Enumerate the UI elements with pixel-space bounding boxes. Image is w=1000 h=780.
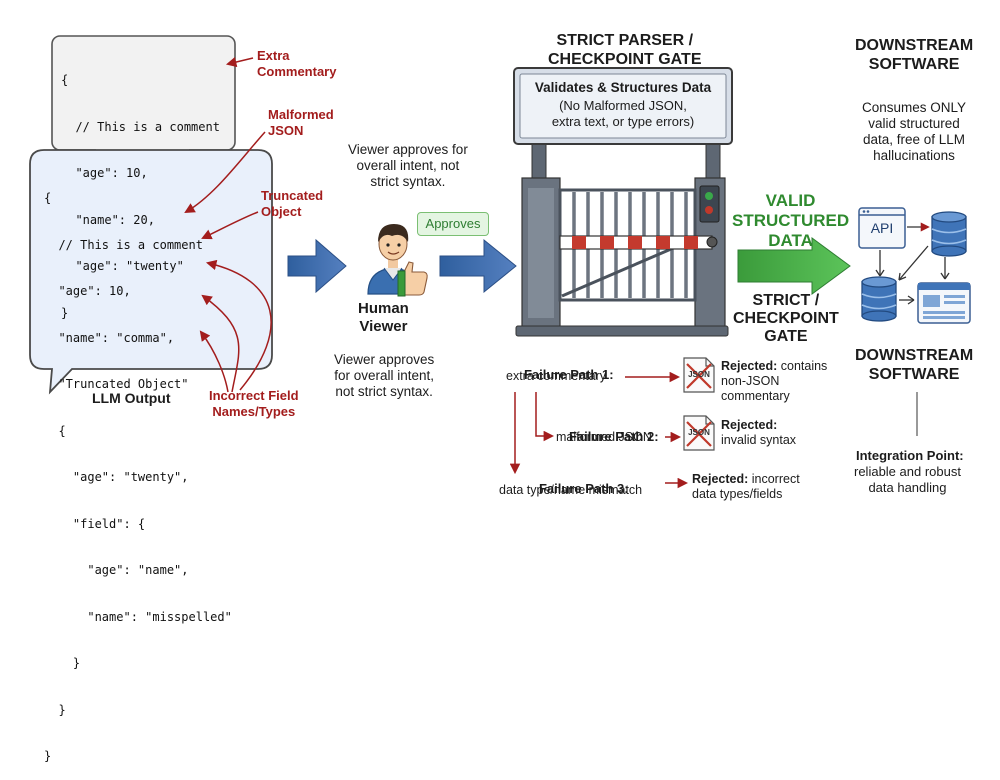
approves-badge: Approves	[417, 212, 489, 236]
checkpoint-gate	[513, 67, 733, 337]
failure-path-1-desc: extra commentary	[506, 369, 607, 383]
gate-sign-title: Validates & Structures Data	[534, 80, 712, 95]
app-window-icon	[917, 282, 971, 324]
failure-path-3: Failure Path 3:	[532, 466, 629, 497]
code-line: "Truncated Object"	[44, 377, 189, 391]
downstream-title-2: DOWNSTREAM SOFTWARE	[855, 347, 974, 383]
downstream-description: Consumes ONLY valid structured data, fre…	[862, 100, 967, 163]
annotation-arrows	[184, 56, 272, 393]
code-line: "age": 10,	[61, 166, 148, 180]
arrow-to-gate	[439, 238, 517, 294]
json-icon-label-2: JSON	[688, 428, 710, 437]
human-viewer-label: Human Viewer	[358, 300, 409, 335]
failure-path-3-title: Failure Path 3:	[538, 481, 629, 496]
code-line: }	[44, 749, 52, 763]
code-line: {	[44, 191, 52, 205]
failure-arrows	[509, 371, 689, 489]
code-line: "age": 10,	[44, 284, 131, 298]
code-line: }	[61, 305, 69, 320]
code-line: "field": {	[44, 516, 146, 531]
viewer-note-top: Viewer approves for overall intent, not …	[348, 142, 468, 189]
diagram-art	[29, 35, 971, 489]
downstream-system	[858, 207, 971, 436]
database-icon-top	[931, 211, 967, 257]
rejected-json-icon-1	[683, 357, 715, 393]
arrow-extra-commentary	[225, 56, 254, 68]
valid-data-label: VALID STRUCTURED DATA	[732, 191, 850, 250]
gate-label: STRICT / CHECKPOINT GATE	[733, 292, 839, 345]
failure-path-1: Failure Path 1:	[517, 352, 614, 383]
barrier-arm	[559, 235, 718, 250]
annotation-truncated-object: Truncated Object	[261, 188, 324, 219]
failure-path-1-title: Failure Path 1:	[523, 367, 614, 382]
llm-output-label: LLM Output	[92, 390, 171, 406]
rejected-2-bold: Rejected:	[721, 418, 778, 432]
api-window	[858, 207, 906, 249]
arrow-truncated-object	[201, 211, 259, 240]
code-line: "name": "comma",	[44, 330, 175, 345]
rejected-json-icon-2	[683, 415, 715, 451]
rejected-3-text: incorrect data types/fields	[692, 472, 800, 501]
arrow-fields-2	[201, 294, 240, 393]
code-line: // This is a comment	[61, 119, 220, 134]
failure-path-2-title: Failure Path 2:	[568, 429, 659, 444]
llm-output-bubble	[29, 149, 273, 395]
rejected-3-bold: Rejected:	[692, 472, 749, 486]
json-icon-label-1: JSON	[688, 370, 710, 379]
code-line: {	[44, 423, 66, 438]
code-line: "name": "misspelled"	[44, 609, 232, 624]
annotation-extra-commentary: Extra Commentary	[257, 48, 337, 79]
code-line: {	[61, 73, 69, 87]
annotation-malformed-json: Malformed JSON	[268, 107, 334, 138]
code-line: "name": 20,	[61, 212, 155, 227]
arrow-fields-3	[199, 330, 229, 393]
rejected-1-bold: Rejected:	[721, 359, 778, 373]
code-line: "age": "name",	[44, 563, 189, 577]
rejected-1: Rejected: contains non-JSON commentary	[721, 359, 827, 404]
failure-path-2-desc: malformed JSON	[556, 430, 652, 444]
diagram: { // This is a comment "age": 10, "name"…	[29, 32, 974, 763]
failure-path-2: Failure Path 2:	[562, 414, 659, 445]
integration-point-body: reliable and robust data handling	[854, 464, 961, 495]
database-icon-left	[861, 276, 897, 322]
arrow-to-viewer	[287, 238, 347, 294]
arrow-malformed-json	[184, 131, 266, 214]
llm-code-block: { // This is a comment "age": 10, "name"…	[44, 160, 232, 780]
gate-sign-body: (No Malformed JSON, extra text, or type …	[551, 98, 695, 129]
code-line: "age": "twenty",	[44, 470, 189, 484]
rejected-2-text: invalid syntax	[721, 433, 797, 447]
api-label: API	[870, 220, 894, 236]
rejected-2: Rejected: invalid syntax	[721, 418, 796, 448]
top-code-block: { // This is a comment "age": 10, "name"…	[61, 42, 220, 337]
downstream-title: DOWNSTREAM SOFTWARE	[855, 37, 974, 73]
failure-2-branch	[535, 392, 555, 442]
failure-path-3-desc: data type/name mismatch	[499, 483, 643, 497]
code-line: // This is a comment	[44, 237, 203, 252]
gate-title: STRICT PARSER / CHECKPOINT GATE	[548, 32, 702, 68]
annotation-incorrect-fields: Incorrect Field Names/Types	[209, 388, 299, 419]
code-line: }	[44, 656, 81, 670]
code-line: }	[44, 702, 66, 717]
valid-data-arrow	[737, 237, 851, 295]
arrow-fields-1	[205, 259, 272, 391]
integration-point-title: Integration Point:	[856, 448, 964, 463]
code-line: "age": "twenty"	[61, 259, 184, 273]
human-viewer-icon	[367, 224, 428, 297]
rejected-3: Rejected: incorrect data types/fields	[692, 472, 800, 502]
viewer-note-bottom: Viewer approves for overall intent, not …	[334, 352, 435, 399]
rejected-1-text: contains non-JSON commentary	[721, 359, 828, 403]
